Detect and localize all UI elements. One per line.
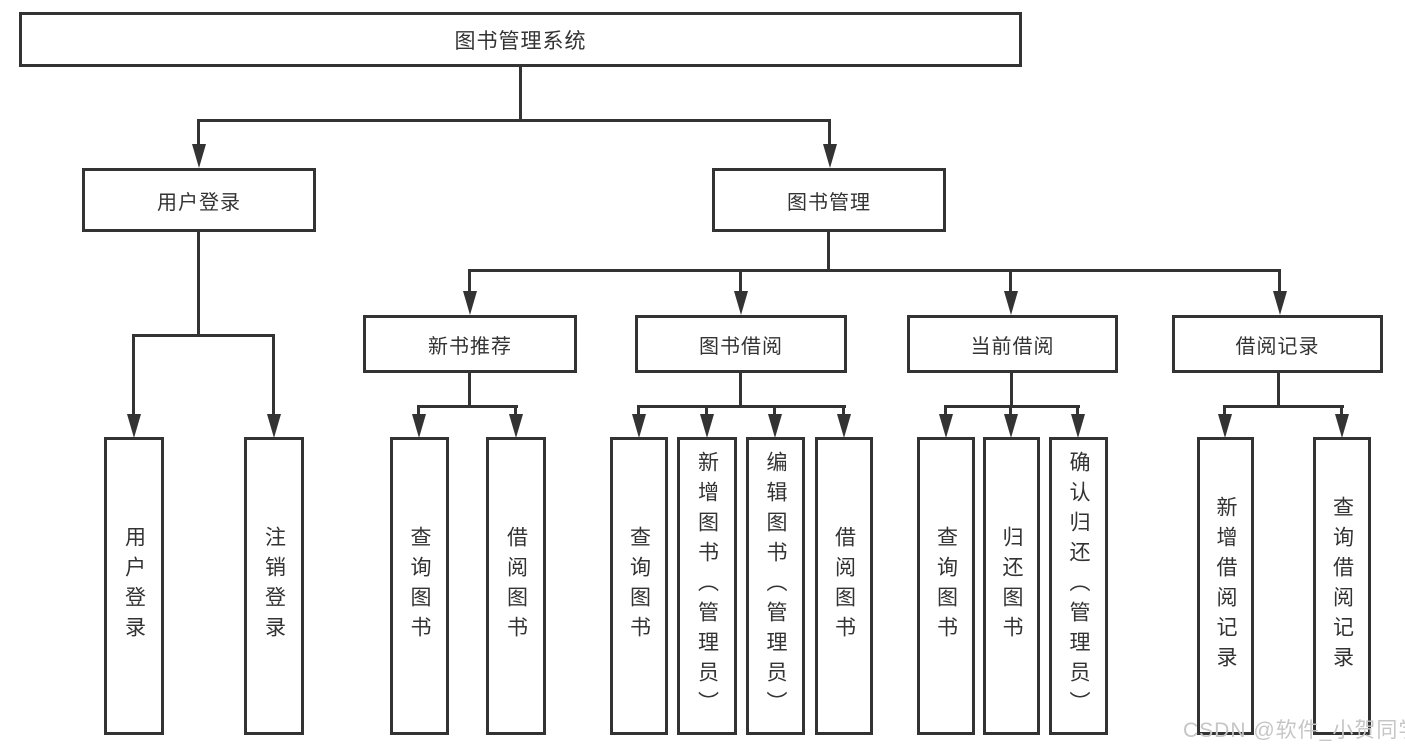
arrowhead-down-icon (734, 291, 748, 315)
connector-drop (514, 405, 517, 416)
connector-user-login-stub (197, 231, 200, 335)
leaf-query-borrow-record: 查询借阅记录 (1313, 437, 1371, 735)
connector-new-book-recommend-stub (468, 371, 471, 408)
arrowhead-down-icon (1218, 414, 1232, 438)
connector-drop (417, 405, 420, 416)
node-new-book-recommend-label: 新书推荐 (428, 335, 512, 358)
connector-drop (705, 405, 708, 416)
arrowhead-down-icon (127, 414, 141, 438)
connector-drop (1340, 405, 1343, 416)
leaf-logout-label: 注销登录 (262, 526, 286, 646)
node-book-borrow: 图书借阅 (635, 315, 847, 373)
node-book-management-label: 图书管理 (787, 191, 871, 214)
node-user-login-label: 用户登录 (157, 191, 241, 214)
arrowhead-down-icon (837, 414, 851, 438)
arrowhead-down-icon (412, 414, 426, 438)
connector-drop-leaf-logout (272, 334, 275, 416)
connector-book-borrow-bar (637, 405, 846, 408)
arrowhead-down-icon (267, 414, 281, 438)
connector-drop-new-book-recommend (468, 269, 471, 293)
leaf-add-book-admin: 新增图书（管理员） (677, 437, 737, 735)
connector-drop (1223, 405, 1226, 416)
connector-root-stub (519, 67, 522, 120)
leaf-query-book-current: 查询图书 (917, 437, 975, 735)
leaf-add-borrow-record: 新增借阅记录 (1197, 437, 1254, 735)
arrowhead-down-icon (768, 414, 782, 438)
connector-current-borrow-bar (944, 405, 1080, 408)
arrowhead-down-icon (1004, 414, 1018, 438)
leaf-add-borrow-record-label: 新增借阅记录 (1214, 496, 1237, 676)
csdn-watermark: CSDN @软件_小贺同学 (1183, 719, 1405, 742)
leaf-logout: 注销登录 (244, 437, 304, 735)
arrowhead-down-icon (1004, 291, 1018, 315)
arrowhead-down-icon (700, 414, 714, 438)
arrowhead-down-icon (463, 291, 477, 315)
leaf-confirm-return-admin: 确认归还（管理员） (1049, 437, 1108, 735)
connector-book-borrow-stub (739, 371, 742, 408)
node-new-book-recommend: 新书推荐 (363, 315, 577, 373)
node-library-system: 图书管理系统 (19, 12, 1022, 67)
connector-drop (1009, 405, 1012, 416)
node-book-borrow-label: 图书借阅 (699, 335, 783, 358)
node-current-borrow: 当前借阅 (907, 315, 1118, 373)
connector-drop-book-management (828, 119, 831, 147)
leaf-query-book-label: 查询图书 (934, 526, 958, 646)
leaf-query-book-recommend: 查询图书 (390, 437, 449, 735)
connector-drop-borrow-record (1278, 269, 1281, 293)
arrowhead-down-icon (823, 144, 837, 168)
connector-drop (773, 405, 776, 416)
node-user-login: 用户登录 (82, 168, 316, 232)
connector-drop-current-borrow (1009, 269, 1012, 293)
leaf-return-book-label: 归还图书 (1000, 526, 1023, 646)
connector-drop (1076, 405, 1079, 416)
node-book-management: 图书管理 (712, 168, 946, 232)
connector-drop-leaf-user-login (132, 334, 135, 416)
leaf-user-login-label: 用户登录 (122, 526, 146, 646)
arrowhead-down-icon (1071, 414, 1085, 438)
leaf-query-book-label: 查询图书 (408, 526, 431, 646)
connector-borrow-record-stub (1277, 371, 1280, 408)
node-borrow-record-label: 借阅记录 (1235, 335, 1320, 358)
leaf-borrow-book-recommend: 借阅图书 (486, 437, 546, 735)
arrowhead-down-icon (1335, 414, 1349, 438)
arrowhead-down-icon (509, 414, 523, 438)
leaf-borrow-book-label: 借阅图书 (504, 526, 528, 646)
connector-drop (637, 405, 640, 416)
leaf-query-borrow-record-label: 查询借阅记录 (1330, 496, 1354, 676)
node-current-borrow-label: 当前借阅 (970, 335, 1055, 358)
arrowhead-down-icon (632, 414, 646, 438)
leaf-borrow-book-label: 借阅图书 (832, 526, 856, 646)
arrowhead-down-icon (939, 414, 953, 438)
connector-drop (944, 405, 947, 416)
connector-book-management-stub (827, 231, 830, 270)
leaf-add-book-admin-label: 新增图书（管理员） (695, 451, 719, 721)
leaf-edit-book-admin-label: 编辑图书（管理员） (764, 451, 787, 721)
connector-borrow-record-bar (1223, 405, 1344, 408)
leaf-query-book-borrow: 查询图书 (610, 437, 668, 735)
connector-drop-user-login (197, 119, 200, 147)
node-library-system-label: 图书管理系统 (454, 29, 587, 53)
leaf-return-book: 归还图书 (983, 437, 1040, 735)
arrowhead-down-icon (192, 144, 206, 168)
connector-new-book-recommend-bar (417, 405, 518, 408)
connector-current-borrow-stub (1010, 371, 1013, 408)
leaf-edit-book-admin: 编辑图书（管理员） (746, 437, 805, 735)
node-borrow-record: 借阅记录 (1172, 315, 1383, 373)
connector-drop-book-borrow (739, 269, 742, 293)
arrowhead-down-icon (1273, 291, 1287, 315)
leaf-query-book-label: 查询图书 (627, 526, 651, 646)
leaf-confirm-return-admin-label: 确认归还（管理员） (1067, 451, 1090, 721)
connector-drop (842, 405, 845, 416)
leaf-borrow-book: 借阅图书 (815, 437, 873, 735)
leaf-user-login: 用户登录 (104, 437, 164, 735)
connector-level3-bar (468, 269, 1281, 272)
connector-user-login-bar (132, 334, 275, 337)
connector-level1-bar (197, 119, 831, 122)
